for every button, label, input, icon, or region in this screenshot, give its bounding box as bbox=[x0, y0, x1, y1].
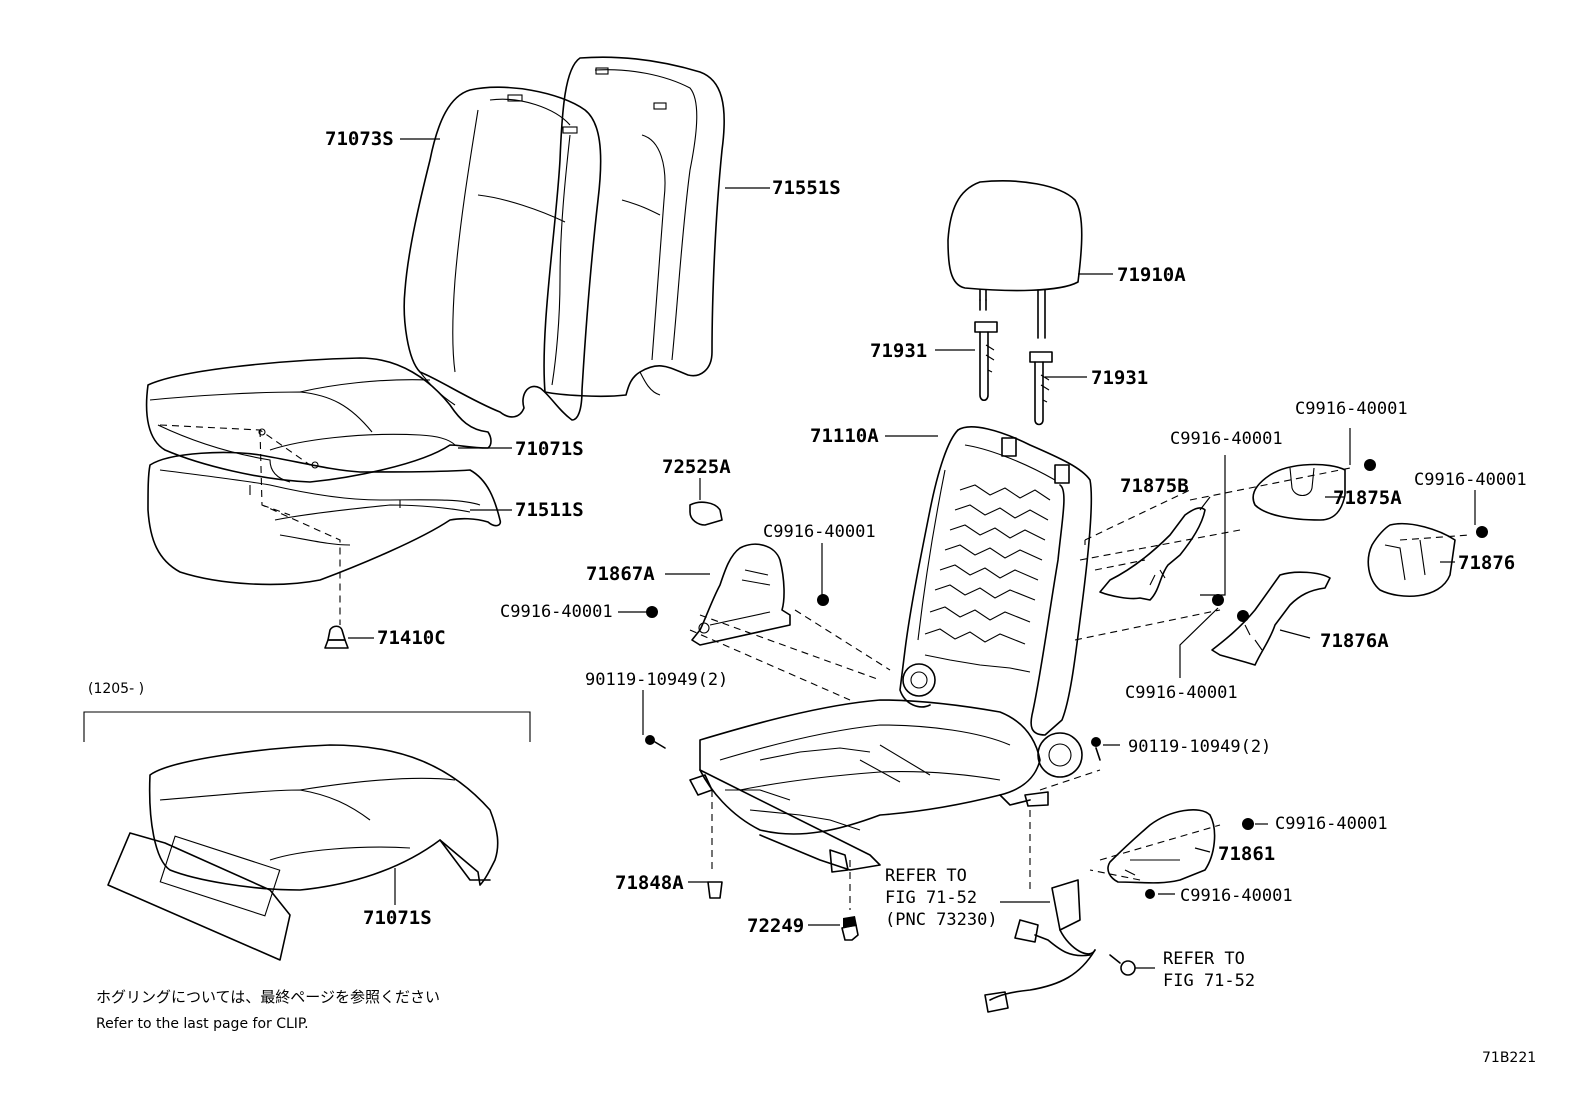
label-71071s-upper: 71071S bbox=[515, 438, 584, 460]
cushion-pad bbox=[147, 451, 502, 586]
label-71848a: 71848A bbox=[615, 872, 684, 894]
label-71110a: 71110A bbox=[810, 425, 879, 447]
label-72249: 72249 bbox=[747, 915, 804, 937]
label-clip-c4: C9916-40001 bbox=[1295, 399, 1408, 419]
cover-71876 bbox=[1367, 522, 1456, 598]
label-71910a: 71910A bbox=[1117, 264, 1186, 286]
svg-text:(PNC 73230): (PNC 73230) bbox=[885, 910, 998, 930]
inset-cushion-cover bbox=[107, 744, 499, 961]
refer-note-bolt: REFER TO FIG 71-52 bbox=[1163, 949, 1255, 991]
part-labels: 71073S 71551S 71071S 71511S 71410C 71910… bbox=[325, 128, 1515, 937]
note-english: Refer to the last page for CLIP. bbox=[96, 1016, 309, 1032]
hinge-cover-71867a bbox=[691, 543, 791, 646]
label-71931-left: 71931 bbox=[870, 340, 927, 362]
seatback-cover-front bbox=[403, 86, 602, 421]
svg-text:REFER TO: REFER TO bbox=[885, 866, 967, 886]
label-bolt-left: 90119-10949(2) bbox=[585, 670, 728, 690]
clip-72249-icon bbox=[841, 916, 859, 941]
clip-71848a-icon bbox=[707, 881, 723, 899]
note-japanese: ホグリングについては、最終ページを参照ください bbox=[96, 988, 440, 1006]
label-71071s-lower: 71071S bbox=[363, 907, 432, 929]
seat-belt-buckle bbox=[984, 879, 1096, 1013]
seatback-frame bbox=[899, 426, 1093, 778]
headrest bbox=[947, 180, 1083, 339]
headrest-guide-right bbox=[1029, 351, 1053, 426]
cushion-cover-upper bbox=[145, 357, 492, 483]
label-bolt-right: 90119-10949(2) bbox=[1128, 737, 1271, 757]
label-71876a: 71876A bbox=[1320, 630, 1389, 652]
inset-label: (1205- ) bbox=[88, 681, 144, 697]
label-71511s: 71511S bbox=[515, 499, 584, 521]
label-clip-c6: C9916-40001 bbox=[1125, 683, 1238, 703]
label-clip-c2: C9916-40001 bbox=[500, 602, 613, 622]
cover-71876a bbox=[1211, 571, 1331, 666]
label-71861: 71861 bbox=[1218, 843, 1275, 865]
label-clip-c7: C9916-40001 bbox=[1275, 814, 1388, 834]
inset-frame bbox=[83, 711, 531, 742]
label-71875a: 71875A bbox=[1333, 487, 1402, 509]
clip-71410c-icon bbox=[324, 625, 349, 649]
headrest-guide-left bbox=[974, 321, 998, 402]
label-clip-c8: C9916-40001 bbox=[1180, 886, 1293, 906]
label-clip-c1: C9916-40001 bbox=[763, 522, 876, 542]
cover-71861 bbox=[1107, 809, 1216, 884]
label-71867a: 71867A bbox=[586, 563, 655, 585]
label-71073s: 71073S bbox=[325, 128, 394, 150]
leader-lines bbox=[348, 138, 1476, 969]
label-clip-c3: C9916-40001 bbox=[1170, 429, 1283, 449]
cover-71875b bbox=[1099, 507, 1206, 601]
label-71876: 71876 bbox=[1458, 552, 1515, 574]
svg-text:FIG 71-52: FIG 71-52 bbox=[885, 888, 977, 908]
figure-code: 71B221 bbox=[1482, 1050, 1536, 1066]
label-71875b: 71875B bbox=[1120, 475, 1189, 497]
label-71931-right: 71931 bbox=[1091, 367, 1148, 389]
cover-71875a bbox=[1252, 463, 1346, 521]
seatback-cover-rear bbox=[543, 56, 725, 398]
label-71551s: 71551S bbox=[772, 177, 841, 199]
svg-text:FIG 71-52: FIG 71-52 bbox=[1163, 971, 1255, 991]
svg-text:REFER TO: REFER TO bbox=[1163, 949, 1245, 969]
cover-72525a bbox=[689, 501, 723, 526]
label-71410c: 71410C bbox=[377, 627, 446, 649]
bolt-icon bbox=[645, 459, 1488, 976]
seat-track-frame bbox=[689, 699, 1049, 873]
label-72525a: 72525A bbox=[662, 456, 731, 478]
clip-labels: C9916-40001 C9916-40001 C9916-40001 C991… bbox=[500, 399, 1527, 906]
refer-note-buckle: REFER TO FIG 71-52 (PNC 73230) bbox=[885, 866, 998, 930]
label-clip-c5: C9916-40001 bbox=[1414, 470, 1527, 490]
